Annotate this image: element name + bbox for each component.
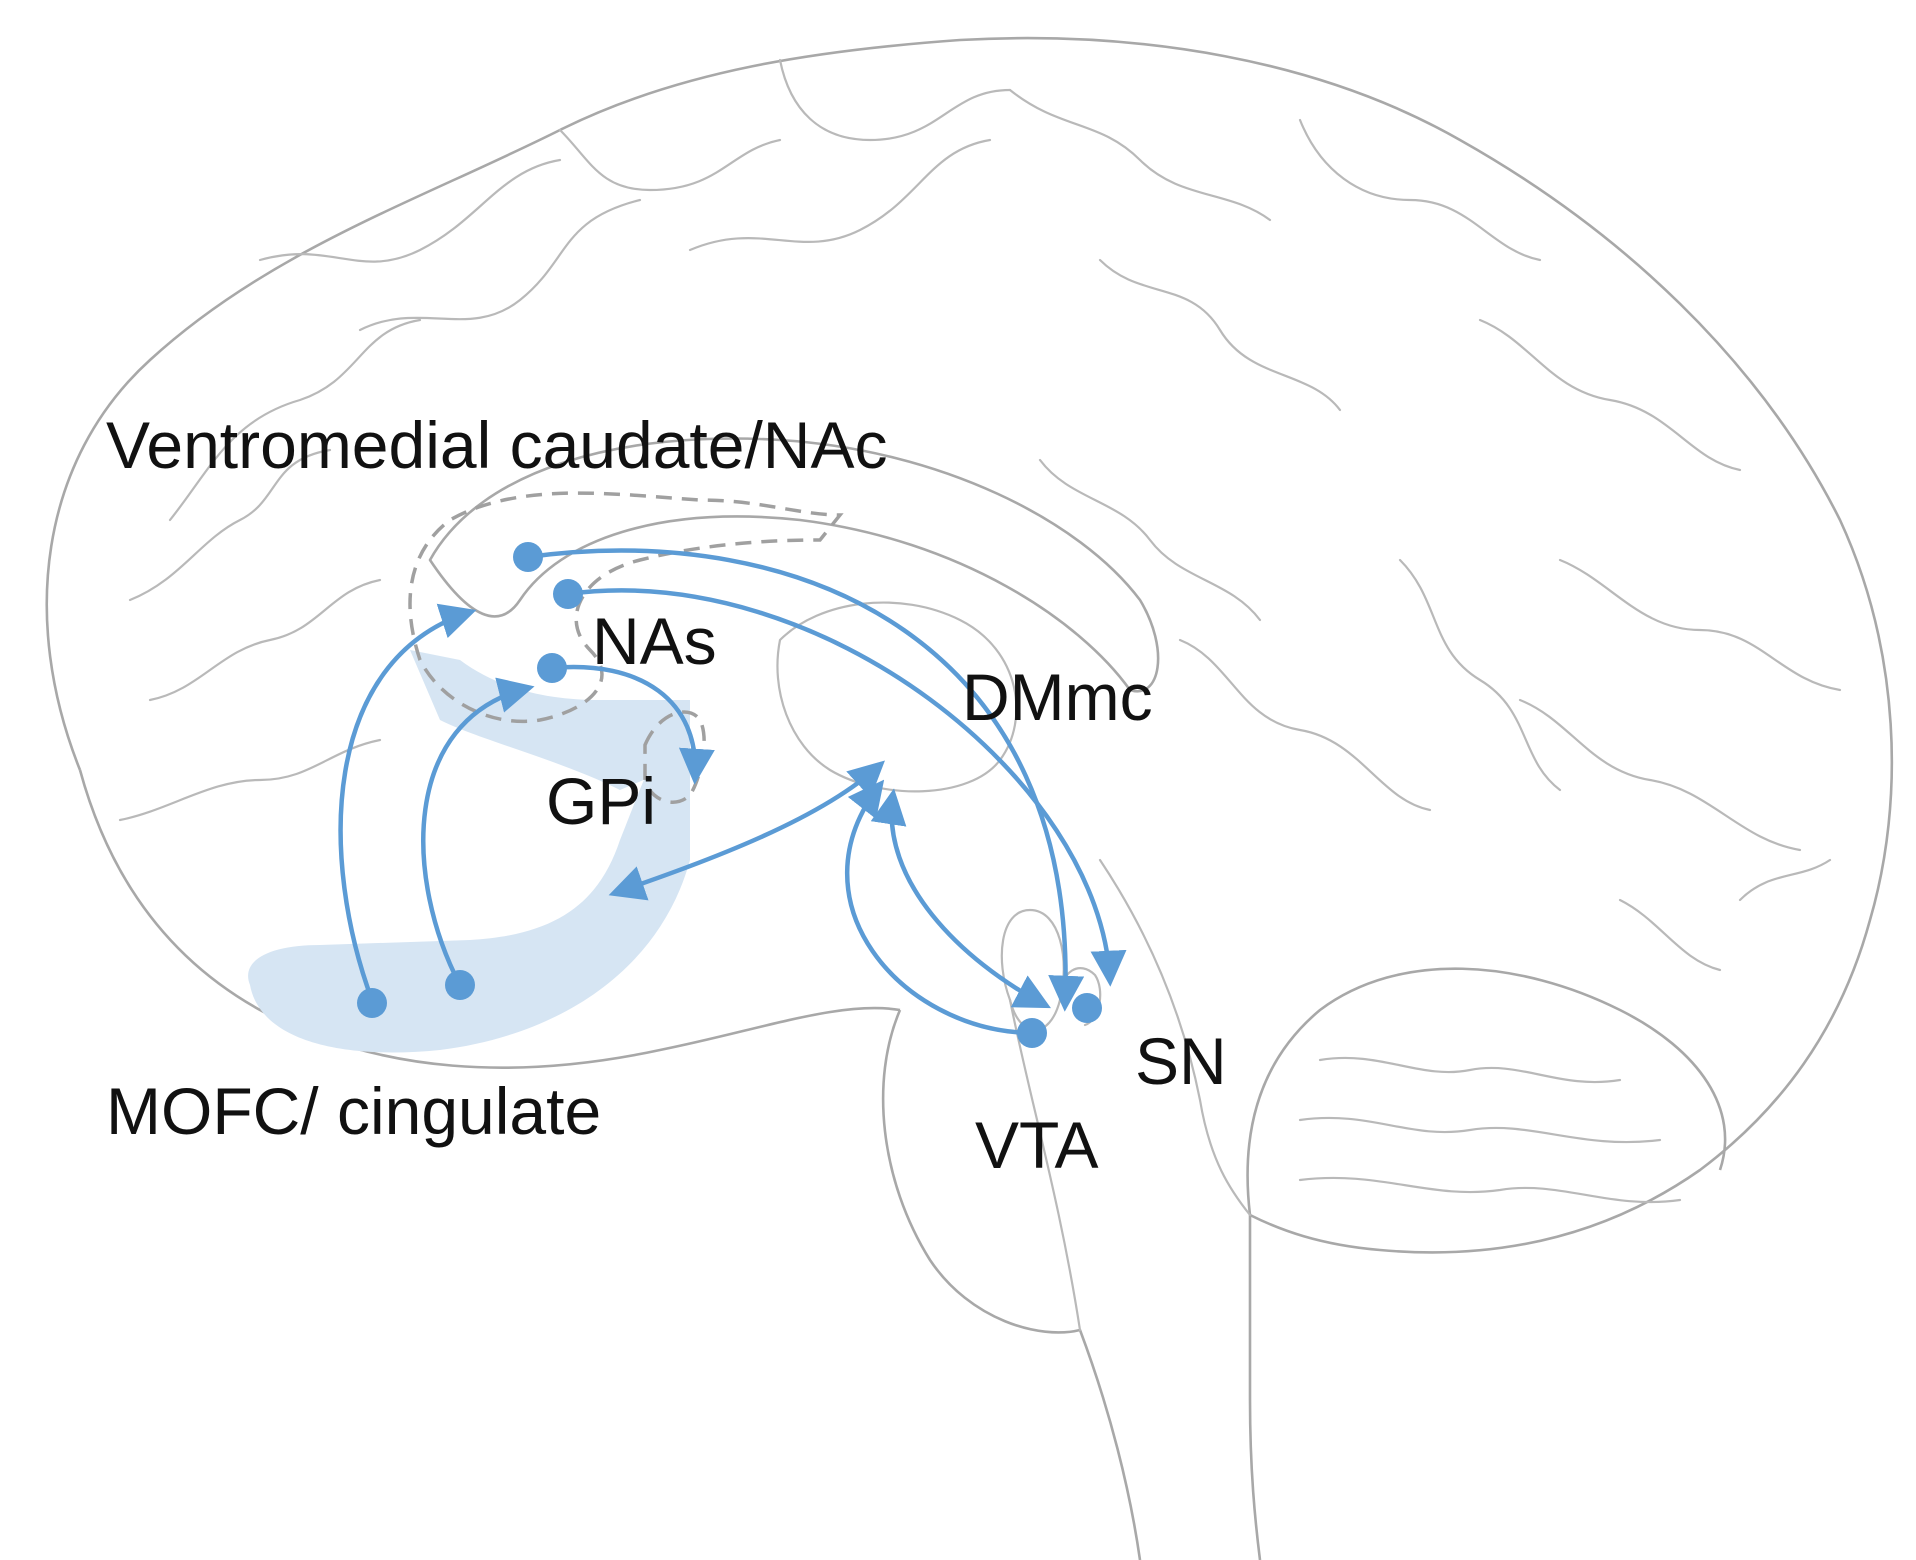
node-mofc-1 xyxy=(357,988,387,1018)
circuit-arrows xyxy=(338,548,1127,1036)
node-nas xyxy=(537,653,567,683)
node-nas-top xyxy=(553,579,583,609)
circuit-nodes xyxy=(357,542,1102,1048)
node-caudate xyxy=(513,542,543,572)
arrow-mofc-to-caudate xyxy=(338,603,477,1003)
label-sn: SN xyxy=(1135,1024,1227,1098)
arrow-vta-to-dmmc xyxy=(845,779,1033,1036)
node-sn xyxy=(1072,993,1102,1023)
arrow-caudate-to-sn xyxy=(565,588,1127,987)
label-vta: VTA xyxy=(975,1108,1099,1182)
arrow-mofc-to-nas xyxy=(421,677,535,988)
node-mofc-2 xyxy=(445,970,475,1000)
node-vta xyxy=(1017,1018,1047,1048)
cingulate-strip-region xyxy=(410,650,690,790)
brain-outline xyxy=(45,36,1894,1560)
arrow-nas-to-gpi xyxy=(549,664,715,785)
brain-sulci xyxy=(118,58,1842,1332)
label-gpi: GPi xyxy=(546,764,657,838)
label-mofc-cingulate: MOFC/ cingulate xyxy=(106,1074,602,1148)
caudate-dashed-outline xyxy=(408,491,844,723)
label-ventromedial-caudate: Ventromedial caudate/NAc xyxy=(106,408,888,482)
arrow-caudate-to-vta xyxy=(525,548,1085,1012)
label-nas: NAs xyxy=(592,604,717,678)
label-dmmc: DMmc xyxy=(962,660,1153,734)
arrow-dmmc-vta-bidirectional xyxy=(870,788,1051,1009)
